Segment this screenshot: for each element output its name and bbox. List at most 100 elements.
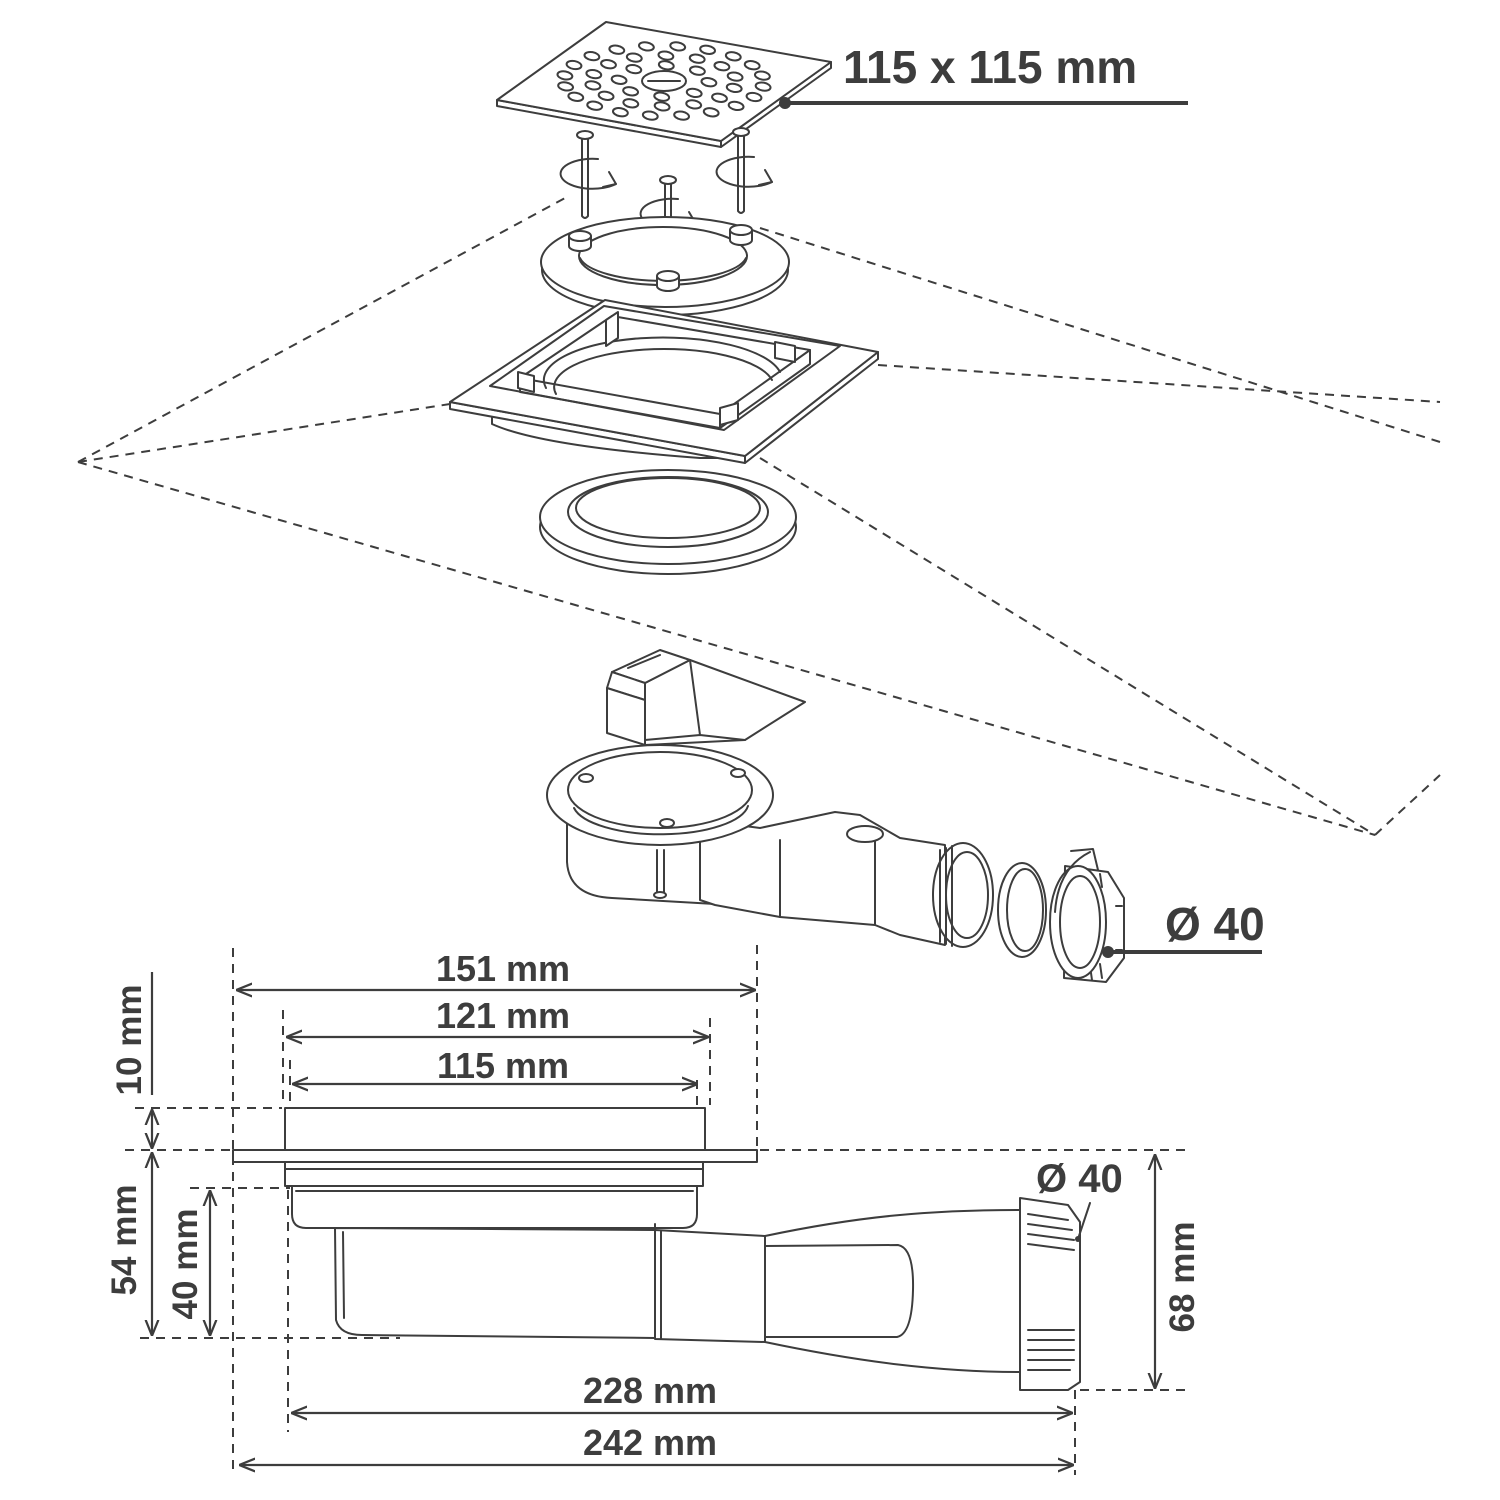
nut-bore — [1059, 875, 1101, 969]
frame-inner-circle — [553, 347, 773, 395]
outlet-diameter-leader-dot — [1102, 946, 1114, 958]
grate-hole-pattern — [556, 41, 772, 121]
grate-hole — [622, 86, 640, 97]
screw-shank — [737, 133, 745, 214]
boss-top — [656, 270, 680, 282]
sealing-ring — [539, 469, 797, 575]
insert-fold-line — [644, 659, 746, 741]
rotation-arrow-icon — [559, 157, 617, 190]
body-height-label: 54 mm — [105, 1185, 144, 1296]
grate — [496, 21, 832, 148]
grate-hole — [700, 77, 718, 88]
construction-line — [77, 403, 451, 463]
side-collar — [284, 1107, 706, 1151]
tighten-arrow-head — [1070, 848, 1099, 871]
grate-hole — [685, 99, 703, 110]
outlet-height-label: 68 mm — [1163, 1222, 1202, 1333]
grate-hole — [641, 110, 659, 121]
flange-width-label: 151 mm — [436, 948, 570, 989]
screws — [559, 127, 773, 267]
grate-hole — [657, 50, 675, 61]
total-length-label: 242 mm — [583, 1422, 717, 1463]
outlet-diameter-label-exploded: Ø 40 — [1165, 898, 1265, 950]
construction-line — [759, 457, 1376, 836]
construction-line — [77, 461, 1376, 836]
frame-clip — [517, 371, 535, 393]
side-outlet-cone — [764, 1209, 1021, 1373]
frame-inner-circle — [542, 336, 781, 389]
insert-plate — [644, 659, 806, 746]
grate-hole — [726, 71, 744, 82]
grate-hole — [743, 60, 761, 71]
inner-length-label: 228 mm — [583, 1370, 717, 1411]
grate-hole — [567, 91, 585, 102]
screw-head — [732, 127, 750, 137]
screw-left — [559, 130, 617, 219]
grate-hole — [699, 44, 717, 55]
seal-inner-bore — [575, 477, 761, 539]
grate-hole — [688, 53, 706, 64]
odour-trap-insert — [606, 649, 806, 746]
boss-top — [568, 230, 592, 242]
frame-clip — [774, 341, 796, 363]
side-cup — [291, 1185, 698, 1229]
grate-hole — [597, 90, 615, 101]
grate-hole — [711, 92, 728, 103]
o-ring — [997, 862, 1047, 958]
body-pipe-joint — [779, 835, 876, 926]
side-pipe-section — [654, 1229, 766, 1343]
clamping-ring — [540, 216, 790, 316]
grate-hole — [754, 81, 772, 92]
side-view-drain — [232, 1107, 1081, 1391]
grate-size-callout: 115 x 115 mm — [779, 41, 1188, 109]
body-outlet-pipe — [699, 811, 946, 946]
side-bowl — [334, 1227, 656, 1339]
construction-line — [877, 364, 1441, 403]
side-outlet-bulge — [764, 1244, 915, 1338]
grate-hole — [745, 91, 763, 103]
collar-height-label: 10 mm — [110, 985, 149, 1096]
square-frame — [449, 299, 879, 464]
body-post-foot — [653, 891, 667, 899]
screw-right — [715, 127, 773, 214]
body-rim-boss — [659, 818, 675, 828]
grate-hole — [653, 101, 671, 112]
grate-hole — [753, 70, 771, 81]
outlet-diameter-side-leader-dot — [1075, 1236, 1081, 1242]
outlet-diameter-side-leader — [1078, 1202, 1091, 1237]
frame-clip — [605, 311, 619, 347]
outlet-diameter-callout-exploded: Ø 40 — [1102, 898, 1265, 958]
construction-line — [759, 227, 1441, 443]
ring-boss — [568, 230, 592, 252]
insert-logo-mark — [627, 654, 661, 669]
o-ring-inner — [1006, 868, 1044, 952]
grate-hole — [611, 107, 629, 118]
tighten-arrow-icon — [1054, 851, 1091, 913]
frame-clip — [719, 402, 739, 426]
grate-hole — [585, 68, 603, 80]
grate-hole — [586, 100, 604, 111]
bowl-height-label: 40 mm — [166, 1209, 205, 1320]
collar-inner-width-label: 115 mm — [437, 1045, 569, 1086]
body-rim-boss — [578, 773, 594, 783]
side-union-nut — [1019, 1197, 1081, 1391]
grate-hole — [713, 61, 731, 72]
grate-hole — [727, 100, 745, 112]
grate-hole — [584, 80, 602, 91]
grate-hole — [608, 44, 626, 55]
grate-hole — [600, 59, 617, 70]
grate-hole — [673, 110, 691, 121]
body-inner-floor — [573, 805, 749, 836]
body-thread-end — [932, 842, 994, 948]
outlet-diameter-label-side: Ø 40 — [1036, 1157, 1123, 1201]
screw-head — [659, 175, 677, 185]
grate-hole — [625, 63, 643, 75]
screw-head — [576, 130, 594, 140]
grate-hole — [556, 70, 574, 81]
rotation-arrow-head — [602, 171, 617, 188]
side-view-dimensions: 151 mm 121 mm 115 mm 10 mm 54 mm 40 mm 6… — [105, 948, 1202, 1465]
union-nut — [1049, 848, 1125, 983]
grate-hole — [583, 50, 601, 62]
construction-line — [1374, 774, 1441, 836]
